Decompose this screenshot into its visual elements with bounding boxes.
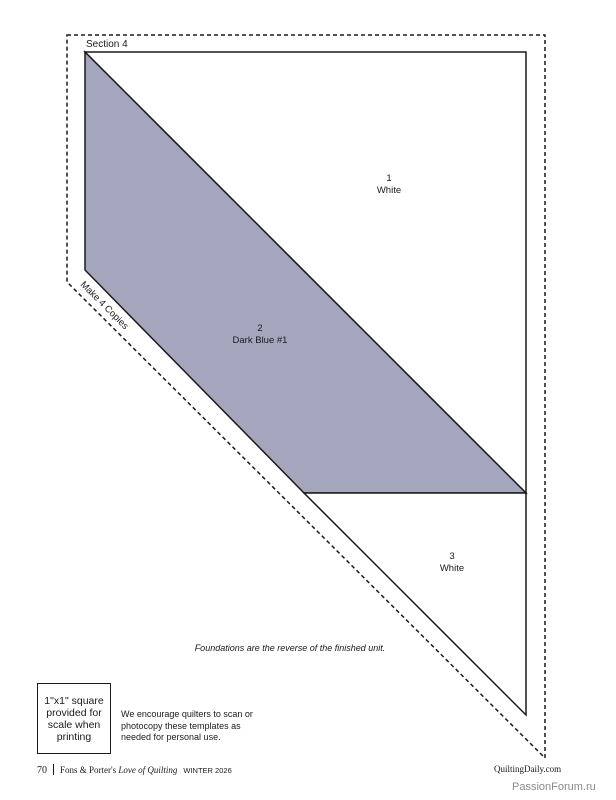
page-number: 70 bbox=[37, 765, 47, 776]
piece-1-fabric: White bbox=[377, 185, 401, 196]
piece-3-fabric: White bbox=[440, 563, 464, 574]
scale-square: 1"x1" square provided for scale when pri… bbox=[37, 683, 111, 754]
piece-2-number: 2 bbox=[257, 323, 262, 334]
scale-square-text: 1"x1" square provided for scale when pri… bbox=[44, 694, 104, 743]
watermark: PassionForum.ru bbox=[512, 781, 596, 793]
seam-allowance-outline bbox=[66, 34, 546, 760]
magazine-prefix: Fons & Porter's bbox=[60, 765, 117, 775]
website-link[interactable]: QuiltingDaily.com bbox=[494, 764, 562, 774]
foundation-note: Foundations are the reverse of the finis… bbox=[195, 643, 386, 653]
piece-1-number: 1 bbox=[386, 173, 391, 184]
footer-divider bbox=[53, 764, 54, 775]
magazine-title: Love of Quilting bbox=[118, 765, 178, 775]
section-label: Section 4 bbox=[86, 39, 128, 50]
piece-3-number: 3 bbox=[449, 551, 454, 562]
encourage-text: We encourage quilters to scan or photoco… bbox=[121, 709, 253, 742]
footer-left: 70 Fons & Porter's Love of Quilting WINTER… bbox=[37, 764, 232, 776]
issue-season: WINTER 2026 bbox=[183, 766, 232, 775]
piece-2-fabric: Dark Blue #1 bbox=[233, 335, 288, 346]
piece-3-white bbox=[302, 492, 527, 717]
